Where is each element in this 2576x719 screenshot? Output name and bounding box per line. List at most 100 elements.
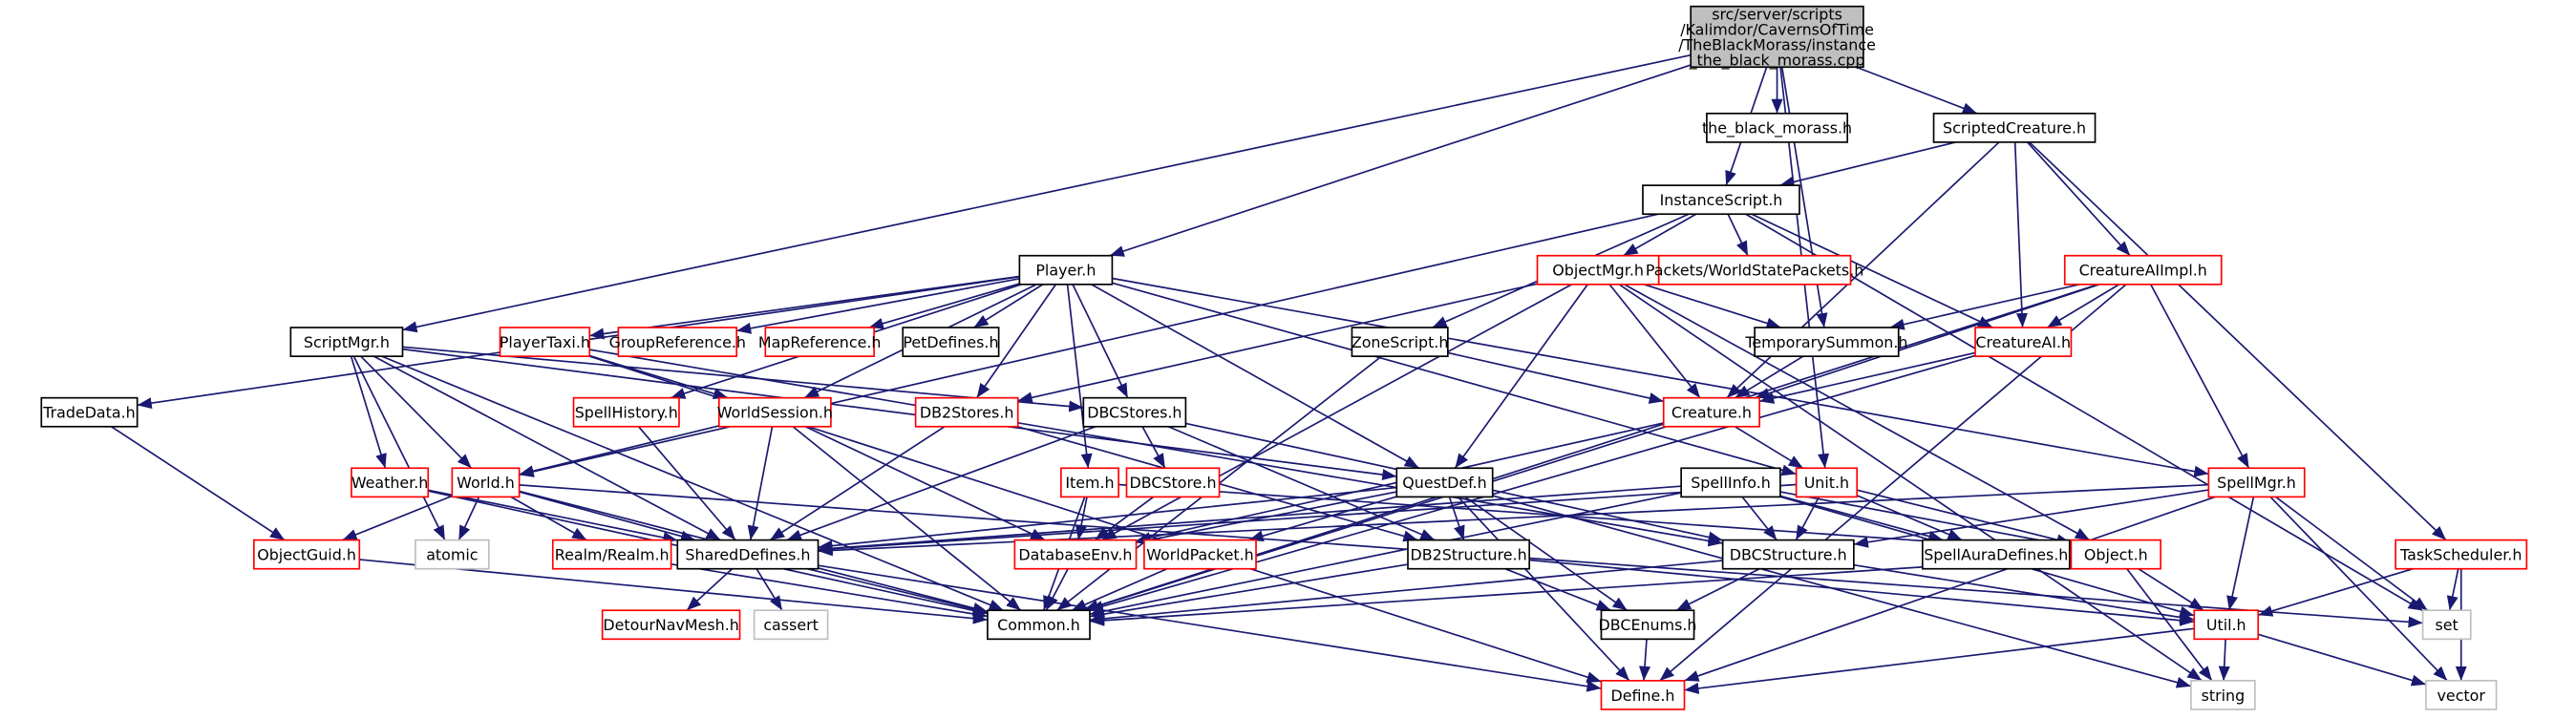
node-box [1657,254,1852,285]
node-detournavmesh[interactable]: DetourNavMesh.h [601,609,741,641]
edge-questdef-to-db2structure [1448,497,1465,540]
node-creature[interactable]: Creature.h [1662,396,1760,428]
node-atomic: atomic [415,539,490,570]
node-box [617,327,738,357]
node-creatureaiimpl[interactable]: CreatureAIImpl.h [2063,254,2223,285]
node-label: DBCStore.h [1130,474,1217,492]
edge-creatureai-to-creature [1758,351,1976,404]
node-box [1143,539,1257,570]
edge-objectmgr-to-object [1624,284,2091,541]
edge-objectmgr-to-temporarysummon [1643,284,1781,329]
node-databaseenv[interactable]: DatabaseEnv.h [1013,539,1138,570]
node-scriptmgr[interactable]: ScriptMgr.h [289,327,404,357]
node-dbcenums[interactable]: DBCEnums.h [1599,609,1697,641]
node-scriptedcreature[interactable]: ScriptedCreature.h [1932,112,2097,143]
node-label: ObjectGuid.h [257,546,356,564]
node-the_black_morass[interactable]: the_black_morass.h [1702,112,1852,143]
edge-world-to-realm [510,496,587,541]
node-box [1974,327,2073,357]
edge-object-to-util [2138,568,2204,611]
edge-shareddefines-to-detournavmesh [686,568,734,611]
node-item[interactable]: Item.h [1060,467,1119,498]
node-groupreference[interactable]: GroupReference.h [609,327,746,357]
node-box [2193,609,2260,641]
edge-creature-to-unit [1735,426,1804,470]
node-dbcstore[interactable]: DBCStore.h [1125,467,1221,498]
node-tradedata[interactable]: TradeData.h [40,396,138,428]
edge-player-to-item [1066,284,1093,469]
node-box [1395,467,1494,498]
node-box [1706,112,1849,143]
edge-scriptedcreature-to-creatureai [2013,141,2028,328]
node-spellinfo[interactable]: SpellInfo.h [1680,467,1781,498]
edge-instancescript-to-objectmgr [1623,213,1697,257]
edge-spellinfo-to-shareddefines [818,485,1682,555]
node-world[interactable]: World.h [451,467,521,498]
node-label: Item.h [1065,474,1114,492]
node-label: PlayerTaxi.h [500,333,590,351]
node-playertaxi[interactable]: PlayerTaxi.h [499,327,591,357]
node-box [2395,539,2528,570]
edge-taskscheduler-to-util [2257,567,2414,617]
node-player[interactable]: Player.h [1018,254,1114,285]
edge-creatureaiimpl-to-temporarysummon [1889,284,2080,330]
node-objectguid[interactable]: ObjectGuid.h [253,539,361,570]
node-label-line: /TheBlackMorass/instance [1678,35,1876,53]
node-box [551,539,672,570]
node-objectmgr[interactable]: ObjectMgr.h [1536,254,1660,285]
node-zonescript[interactable]: ZoneScript.h [1351,327,1449,357]
node-box [902,327,1000,357]
node-box [1690,5,1864,69]
node-root[interactable]: src/server/scripts/Kalimdor/CavernsOfTim… [1678,6,1876,71]
node-db2stores[interactable]: DB2Stores.h [914,396,1019,428]
node-worldpacket[interactable]: WorldPacket.h [1143,539,1257,570]
edge-dbcstores-to-dbcstore [1141,426,1166,469]
node-box [1680,467,1781,498]
node-label: Object.h [2084,546,2148,564]
node-shareddefines[interactable]: SharedDefines.h [676,539,820,570]
node-questdef[interactable]: QuestDef.h [1395,467,1494,498]
node-box [1125,467,1221,498]
edge-unit-to-spellauradefines [1856,495,1963,541]
edge-dbcstores-to-db2structure [1167,426,1436,541]
node-common[interactable]: Common.h [987,609,1091,641]
node-mapreference[interactable]: MapReference.h [758,327,882,357]
node-util[interactable]: Util.h [2193,609,2260,641]
node-box [1754,327,1900,357]
node-taskscheduler[interactable]: TaskScheduler.h [2395,539,2528,570]
edge-worldpacket-to-common [1071,567,1168,611]
edge-spellmgr-to-util [2226,497,2255,611]
node-weather[interactable]: Weather.h [351,467,430,498]
edge-world-to-objectguid [342,495,453,541]
node-unit[interactable]: Unit.h [1795,467,1859,498]
node-label-line: _the_black_morass.cpp [1689,51,1865,70]
edge-questdef-to-dbcenums [1464,496,1629,611]
edge-spellinfo-to-object [1779,491,2072,550]
node-spellhistory[interactable]: SpellHistory.h [572,396,680,428]
node-instancescript[interactable]: InstanceScript.h [1642,184,1800,216]
node-box [1921,539,2071,570]
node-db2structure[interactable]: DB2Structure.h [1407,539,1531,570]
node-label: Define.h [1611,687,1675,705]
node-realm[interactable]: Realm/Realm.h [551,539,672,570]
node-spellauradefines[interactable]: SpellAuraDefines.h [1921,539,2071,570]
node-define[interactable]: Define.h [1600,680,1686,710]
edge-player-to-db2stores [976,284,1057,399]
node-worldsession[interactable]: WorldSession.h [717,396,833,428]
edge-questdef-to-shareddefines [818,486,1397,552]
node-petdefines[interactable]: PetDefines.h [902,327,1000,357]
node-object[interactable]: Object.h [2070,539,2161,570]
node-temporarysummon[interactable]: TemporarySummon.h [1744,327,1907,357]
node-dbcstructure[interactable]: DBCStructure.h [1721,539,1855,570]
edge-scriptmgr-to-atomic [352,355,446,540]
node-box [676,539,820,570]
node-worldstatepackets[interactable]: Packets/WorldStatePackets.h [1646,254,1863,285]
node-label: PetDefines.h [903,333,998,351]
node-label: Util.h [2206,616,2246,634]
node-dbcstores[interactable]: DBCStores.h [1082,396,1187,428]
node-creatureai[interactable]: CreatureAI.h [1974,327,2073,357]
node-label: DatabaseEnv.h [1018,546,1132,564]
node-box [1013,539,1138,570]
node-box [1060,467,1119,498]
node-spellmgr[interactable]: SpellMgr.h [2207,467,2306,498]
